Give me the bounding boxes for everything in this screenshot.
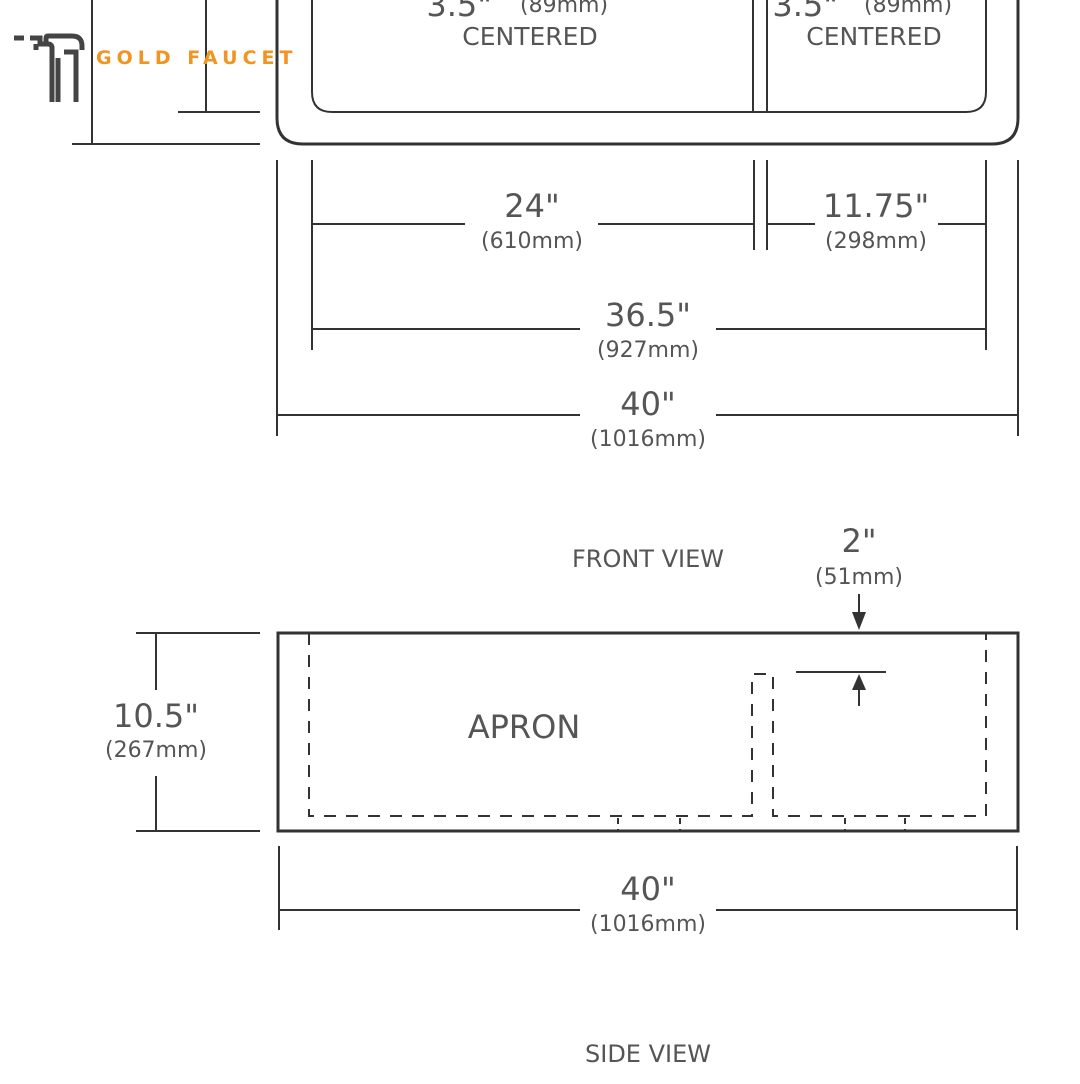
dim-right-bowl-metric: (298mm) bbox=[825, 229, 927, 254]
drain-left-metric: (89mm) bbox=[520, 0, 608, 18]
apron-label: APRON bbox=[468, 708, 581, 746]
apron-dashed-outline bbox=[308, 633, 987, 817]
dim-overall-value: 40" bbox=[620, 385, 675, 423]
brand-name: GOLD FAUCET bbox=[96, 47, 298, 69]
drain-left-note: CENTERED bbox=[462, 22, 597, 51]
right-bowl-outline bbox=[767, 0, 987, 113]
side-outline bbox=[276, 631, 1020, 833]
side-view-label: SIDE VIEW bbox=[585, 1040, 711, 1068]
sink-outer-outline bbox=[275, 0, 1020, 146]
dim-top-arrow-up bbox=[852, 674, 866, 690]
front-view-label: FRONT VIEW bbox=[572, 545, 724, 573]
drain-left-value: 3.5" bbox=[426, 0, 492, 24]
dim-height-metric: (267mm) bbox=[105, 738, 207, 763]
faucet-logo-icon bbox=[14, 33, 85, 102]
dim-inner-metric: (927mm) bbox=[597, 338, 699, 363]
dim-overall-metric: (1016mm) bbox=[590, 427, 706, 452]
dim-right-bowl-value: 11.75" bbox=[823, 187, 929, 225]
left-bowl-outline bbox=[311, 0, 754, 113]
dim-width-value: 40" bbox=[620, 870, 675, 908]
front-view bbox=[72, 0, 1020, 436]
dim-top-metric: (51mm) bbox=[815, 565, 903, 590]
dim-height-value: 10.5" bbox=[113, 697, 199, 735]
side-view bbox=[136, 594, 1020, 930]
drain-right-note: CENTERED bbox=[806, 22, 941, 51]
dim-inner-value: 36.5" bbox=[605, 296, 691, 334]
drain-right-value: 3.5" bbox=[772, 0, 838, 24]
dim-left-bowl-metric: (610mm) bbox=[481, 229, 583, 254]
dim-width-metric: (1016mm) bbox=[590, 912, 706, 937]
drain-hint-right bbox=[844, 818, 906, 830]
dim-top-value: 2" bbox=[841, 522, 876, 560]
drain-hint-left bbox=[617, 818, 681, 830]
dim-left-bowl-value: 24" bbox=[504, 187, 559, 225]
bowl-divider bbox=[753, 0, 768, 113]
dim-top-arrow-down bbox=[852, 612, 866, 630]
drain-right-metric: (89mm) bbox=[864, 0, 952, 18]
